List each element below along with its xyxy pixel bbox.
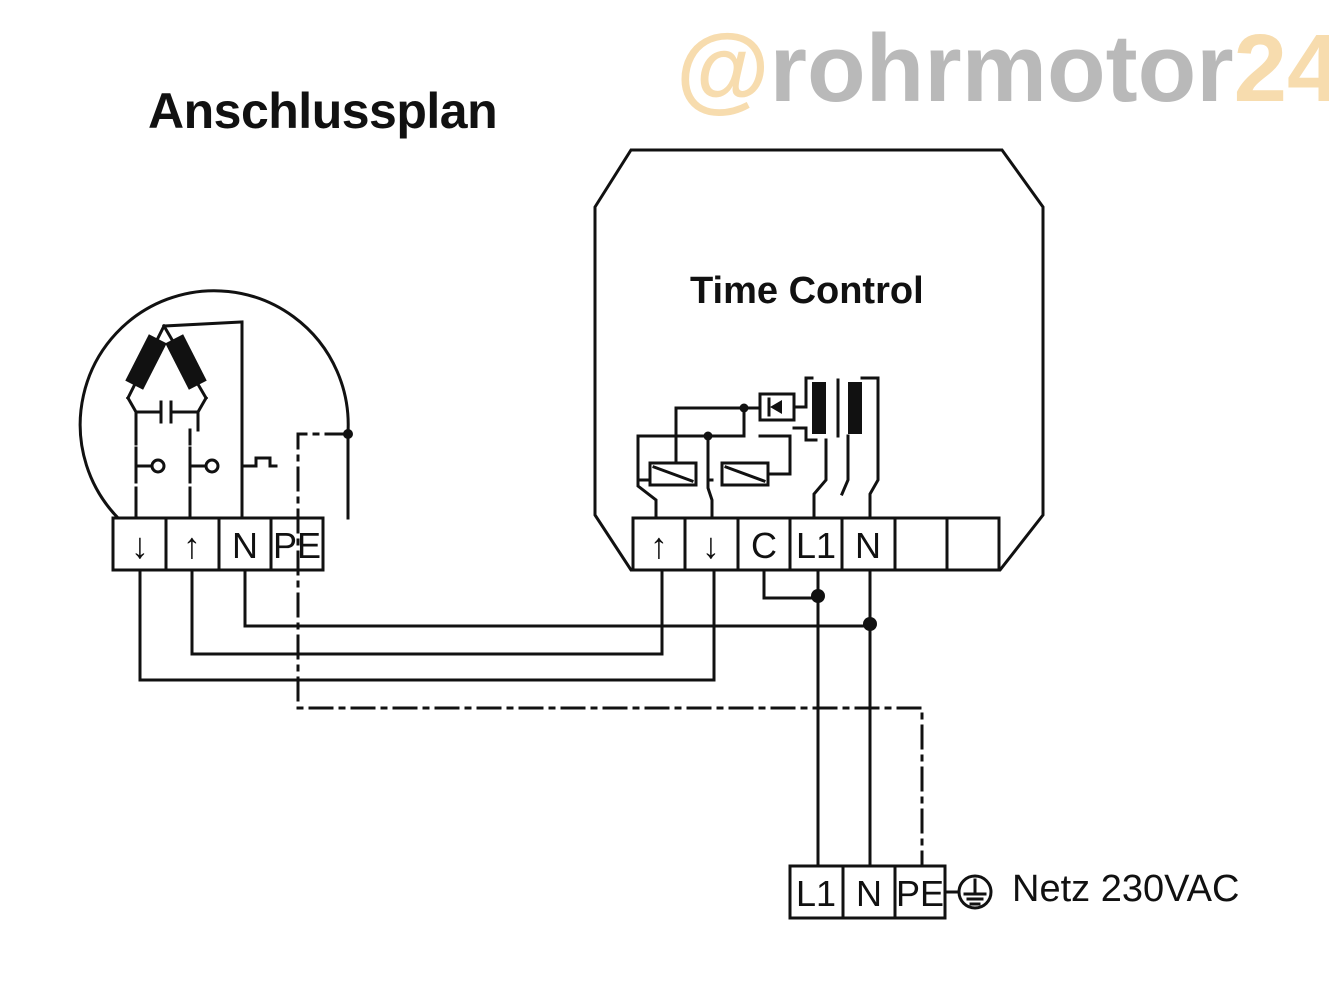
mains-label: Netz 230VAC — [1012, 868, 1240, 910]
brand-logo: @rohrmotor24 — [676, 14, 1329, 124]
logo-at-sign: @ — [676, 15, 770, 122]
thermal-switch — [240, 428, 278, 484]
motor-terminal-n: N — [232, 525, 258, 566]
wire-neutral — [243, 568, 877, 868]
mains-terminal-n: N — [856, 873, 882, 914]
mains-terminal-pe: PE — [896, 873, 944, 914]
wire-live — [762, 568, 825, 868]
motor-terminal-pe: PE — [273, 525, 321, 566]
control-terminal-l1: L1 — [796, 525, 836, 566]
rectifier-icon — [758, 392, 796, 422]
control-terminal-n: N — [855, 525, 881, 566]
ground-symbol-icon — [943, 874, 993, 910]
limit-switch-up — [188, 428, 220, 520]
time-control-housing — [593, 148, 1045, 572]
relay-coil-icon — [648, 461, 698, 487]
motor-housing — [78, 289, 350, 521]
capacitor-icon — [125, 395, 209, 432]
control-terminal-up: ↑ — [650, 525, 668, 566]
relay-coil-icon — [720, 461, 770, 487]
page-title: Anschlussplan — [148, 83, 498, 139]
transformer-icon — [812, 376, 880, 520]
wire-protective-earth — [296, 432, 924, 868]
logo-name: rohrmotor — [769, 15, 1234, 122]
motor-terminal-down: ↓ — [131, 525, 149, 566]
mains-terminal-l1: L1 — [796, 873, 836, 914]
motor-winding-icon — [125, 320, 244, 520]
control-terminal-down: ↓ — [702, 525, 720, 566]
motor-terminal-up: ↑ — [183, 525, 201, 566]
wire-up — [190, 568, 664, 656]
logo-number: 24 — [1233, 15, 1329, 122]
device-title: Time Control — [690, 270, 924, 312]
control-terminal-c: C — [751, 525, 777, 566]
limit-switch-down — [134, 428, 166, 520]
relay-circuit — [636, 376, 880, 520]
control-terminal-block — [631, 516, 1001, 572]
